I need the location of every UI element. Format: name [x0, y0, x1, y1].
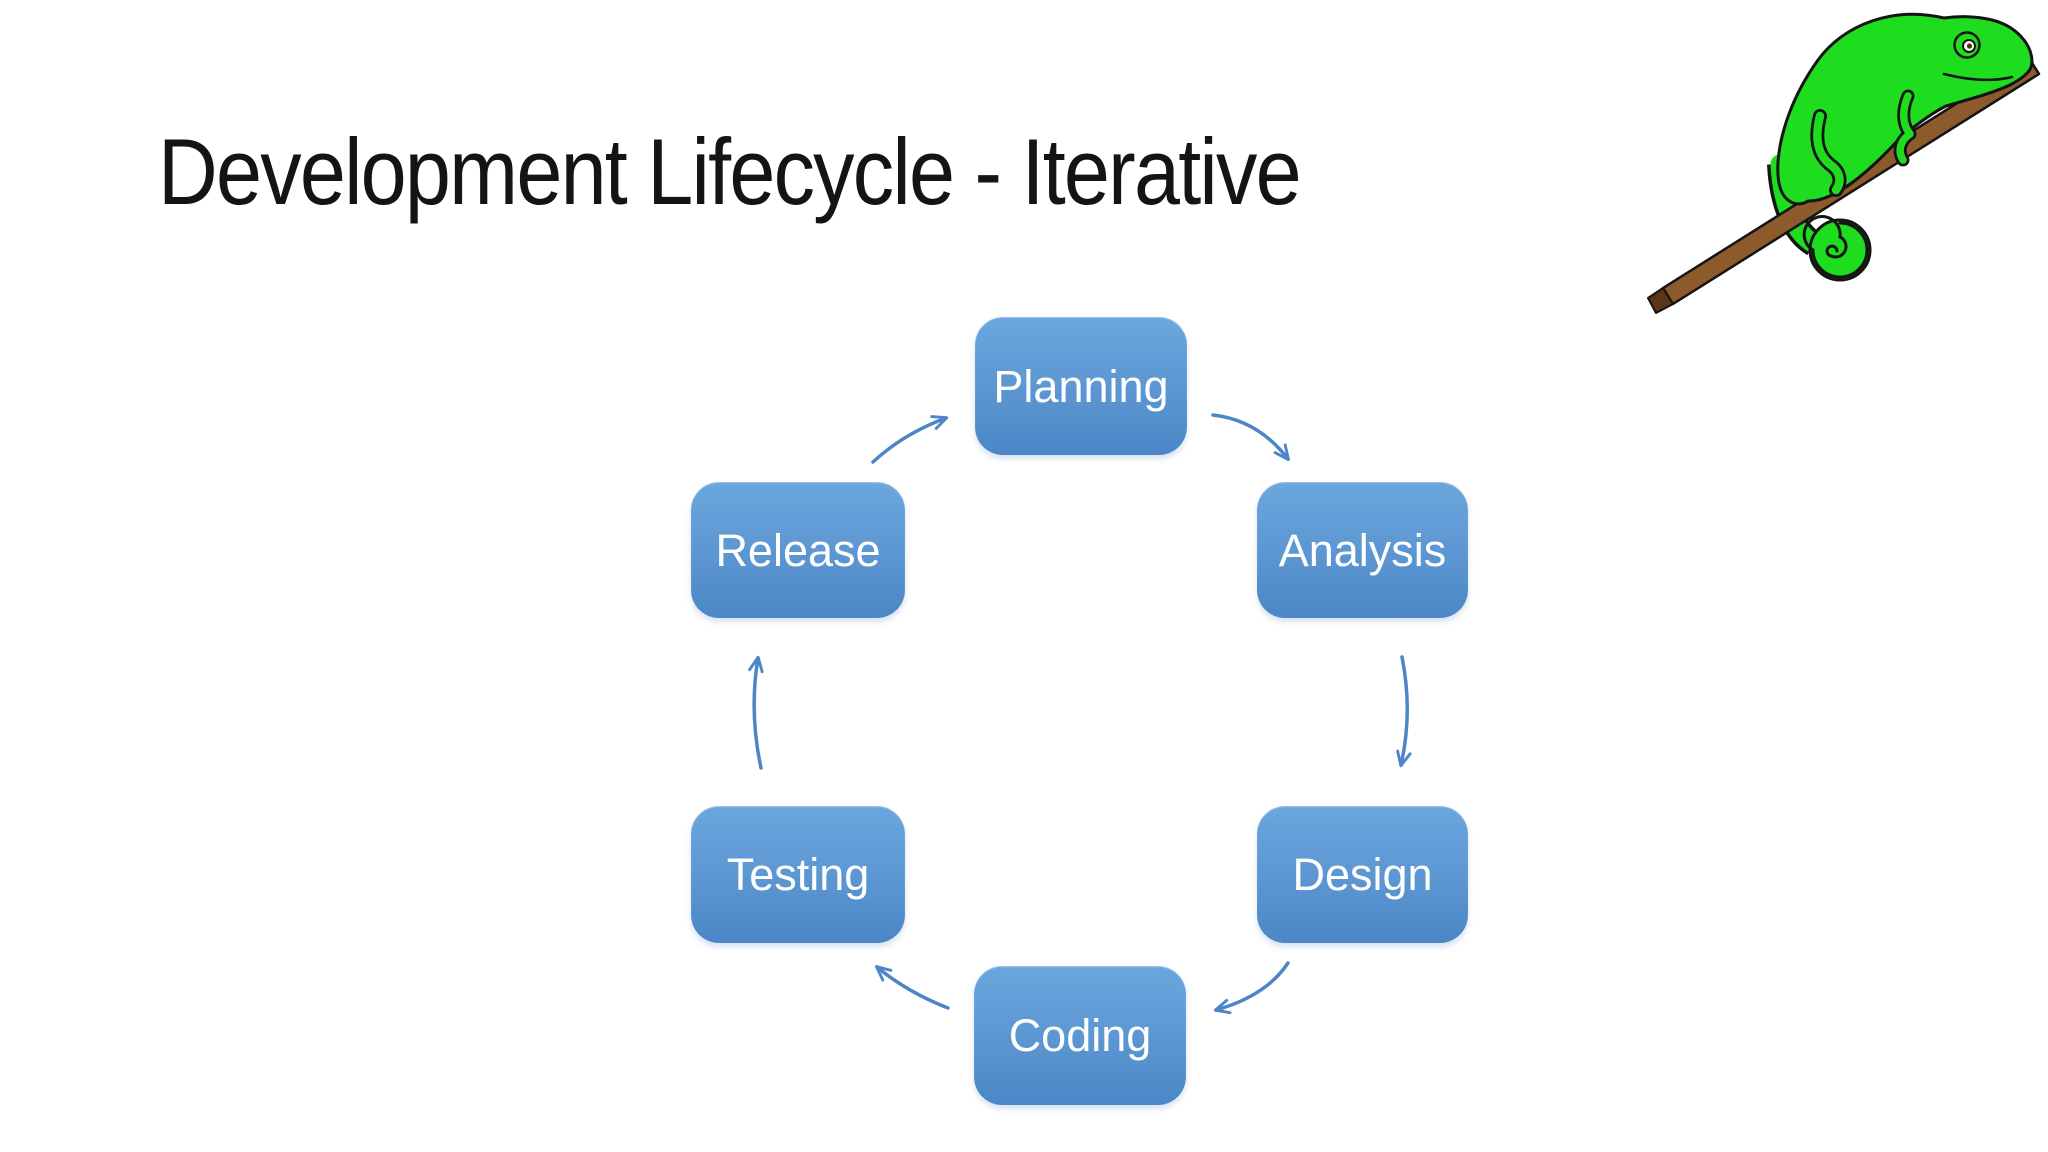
node-design: Design	[1257, 806, 1468, 943]
arrow-design-to-coding	[1213, 961, 1290, 1015]
chameleon-tail-spiral	[1802, 215, 1869, 279]
slide-title: Development Lifecycle - Iterative	[158, 119, 1302, 224]
node-label: Release	[715, 524, 881, 576]
node-testing: Testing	[691, 806, 905, 943]
chameleon-illustration	[1647, 12, 2041, 314]
arrow-release-to-planning	[871, 415, 949, 464]
chameleon-tail-curl	[1808, 218, 1872, 282]
chameleon-pupil	[1966, 43, 1973, 49]
node-analysis: Analysis	[1257, 482, 1468, 618]
chameleon-front-leg-fill	[1896, 92, 1914, 164]
chameleon-hind-leg-fill	[1813, 111, 1844, 195]
arrow-coding-to-testing	[874, 965, 950, 1010]
chameleon-mouth	[1942, 72, 2014, 82]
node-label: Design	[1292, 849, 1433, 900]
node-label: Planning	[993, 360, 1169, 412]
arrow-planning-to-analysis	[1211, 413, 1290, 462]
arrow-testing-to-release	[748, 655, 764, 770]
node-label: Testing	[726, 849, 870, 900]
arrow-analysis-to-design	[1396, 655, 1412, 768]
node-label: Coding	[1008, 1010, 1152, 1061]
node-coding: Coding	[974, 966, 1186, 1105]
branch-cut-tip	[1647, 287, 1674, 314]
node-label: Analysis	[1278, 524, 1447, 576]
node-release: Release	[691, 482, 905, 618]
node-planning: Planning	[975, 317, 1187, 455]
